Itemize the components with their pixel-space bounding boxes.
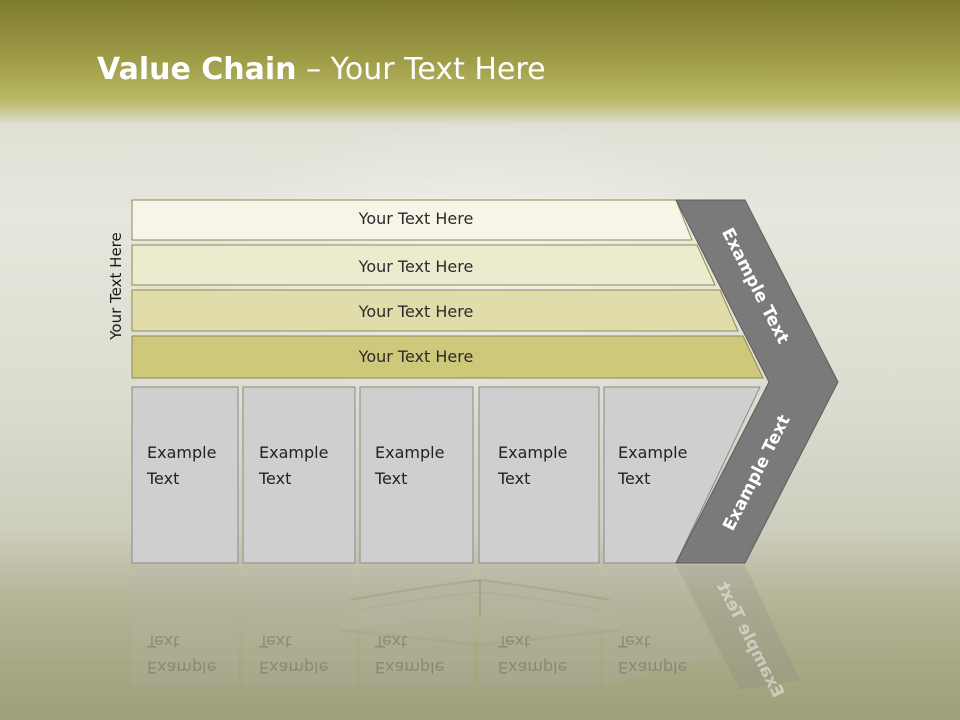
box-4[interactable] [478,386,600,564]
box-5-label: Example Text [618,443,688,488]
box-5-reflection: Example Text [618,632,688,677]
box-1-reflection: Example Text [147,632,217,677]
open-book-image [339,578,621,647]
reflection [132,565,800,690]
row-1[interactable] [131,199,693,241]
box-2-label: Example Text [259,443,329,488]
row-2-label: Your Text Here [358,257,474,276]
chevron-arrow[interactable] [675,199,839,564]
row-4[interactable] [131,335,764,379]
title-bold: Value Chain [97,52,297,87]
box-3-reflection: Example Text [375,632,445,677]
row-3-label: Your Text Here [358,302,474,321]
box-4-reflection: Example Text [498,632,568,677]
row-1-label: Your Text Here [358,209,474,228]
box-1-label: Example Text [147,443,217,488]
box-4-label: Example Text [498,443,568,488]
page-title: Value Chain – Your Text Here [97,52,546,87]
row-2[interactable] [131,244,716,286]
box-3-label: Example Text [375,443,445,488]
title-band [0,0,960,125]
side-label: Your Text Here [107,232,125,340]
box-3[interactable] [359,386,474,564]
title-rest: – Your Text Here [296,52,546,87]
row-3[interactable] [131,289,739,332]
box-2-reflection: Example Text [259,632,329,677]
box-2[interactable] [242,386,356,564]
row-4-label: Your Text Here [358,347,474,366]
box-1[interactable] [131,386,239,564]
